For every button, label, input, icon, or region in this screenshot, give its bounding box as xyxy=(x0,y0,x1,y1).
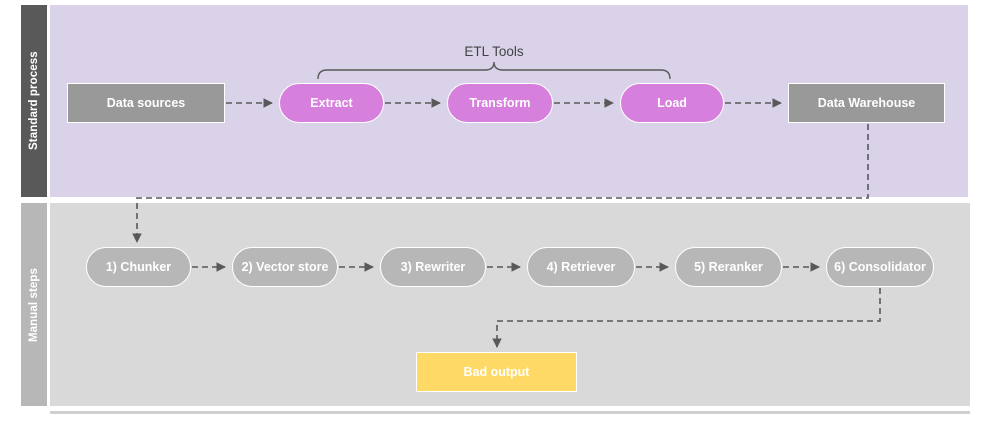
node-retriever[interactable]: 4) Retriever xyxy=(527,247,635,287)
node-rewriter[interactable]: 3) Rewriter xyxy=(380,247,486,287)
lane-standard-process-label: Standard process xyxy=(21,5,47,197)
node-reranker[interactable]: 5) Reranker xyxy=(675,247,782,287)
lane-manual-steps-label: Manual steps xyxy=(21,203,47,406)
node-load[interactable]: Load xyxy=(620,83,724,123)
node-transform[interactable]: Transform xyxy=(447,83,553,123)
etl-tools-label: ETL Tools xyxy=(464,44,524,59)
node-chunker[interactable]: 1) Chunker xyxy=(86,247,191,287)
node-extract[interactable]: Extract xyxy=(279,83,384,123)
node-bad-output[interactable]: Bad output xyxy=(416,352,577,392)
bottom-divider-rule xyxy=(50,411,970,414)
node-data-sources[interactable]: Data sources xyxy=(67,83,225,123)
node-vector-store[interactable]: 2) Vector store xyxy=(232,247,338,287)
node-consolidator[interactable]: 6) Consolidator xyxy=(826,247,934,287)
node-data-warehouse[interactable]: Data Warehouse xyxy=(788,83,945,123)
